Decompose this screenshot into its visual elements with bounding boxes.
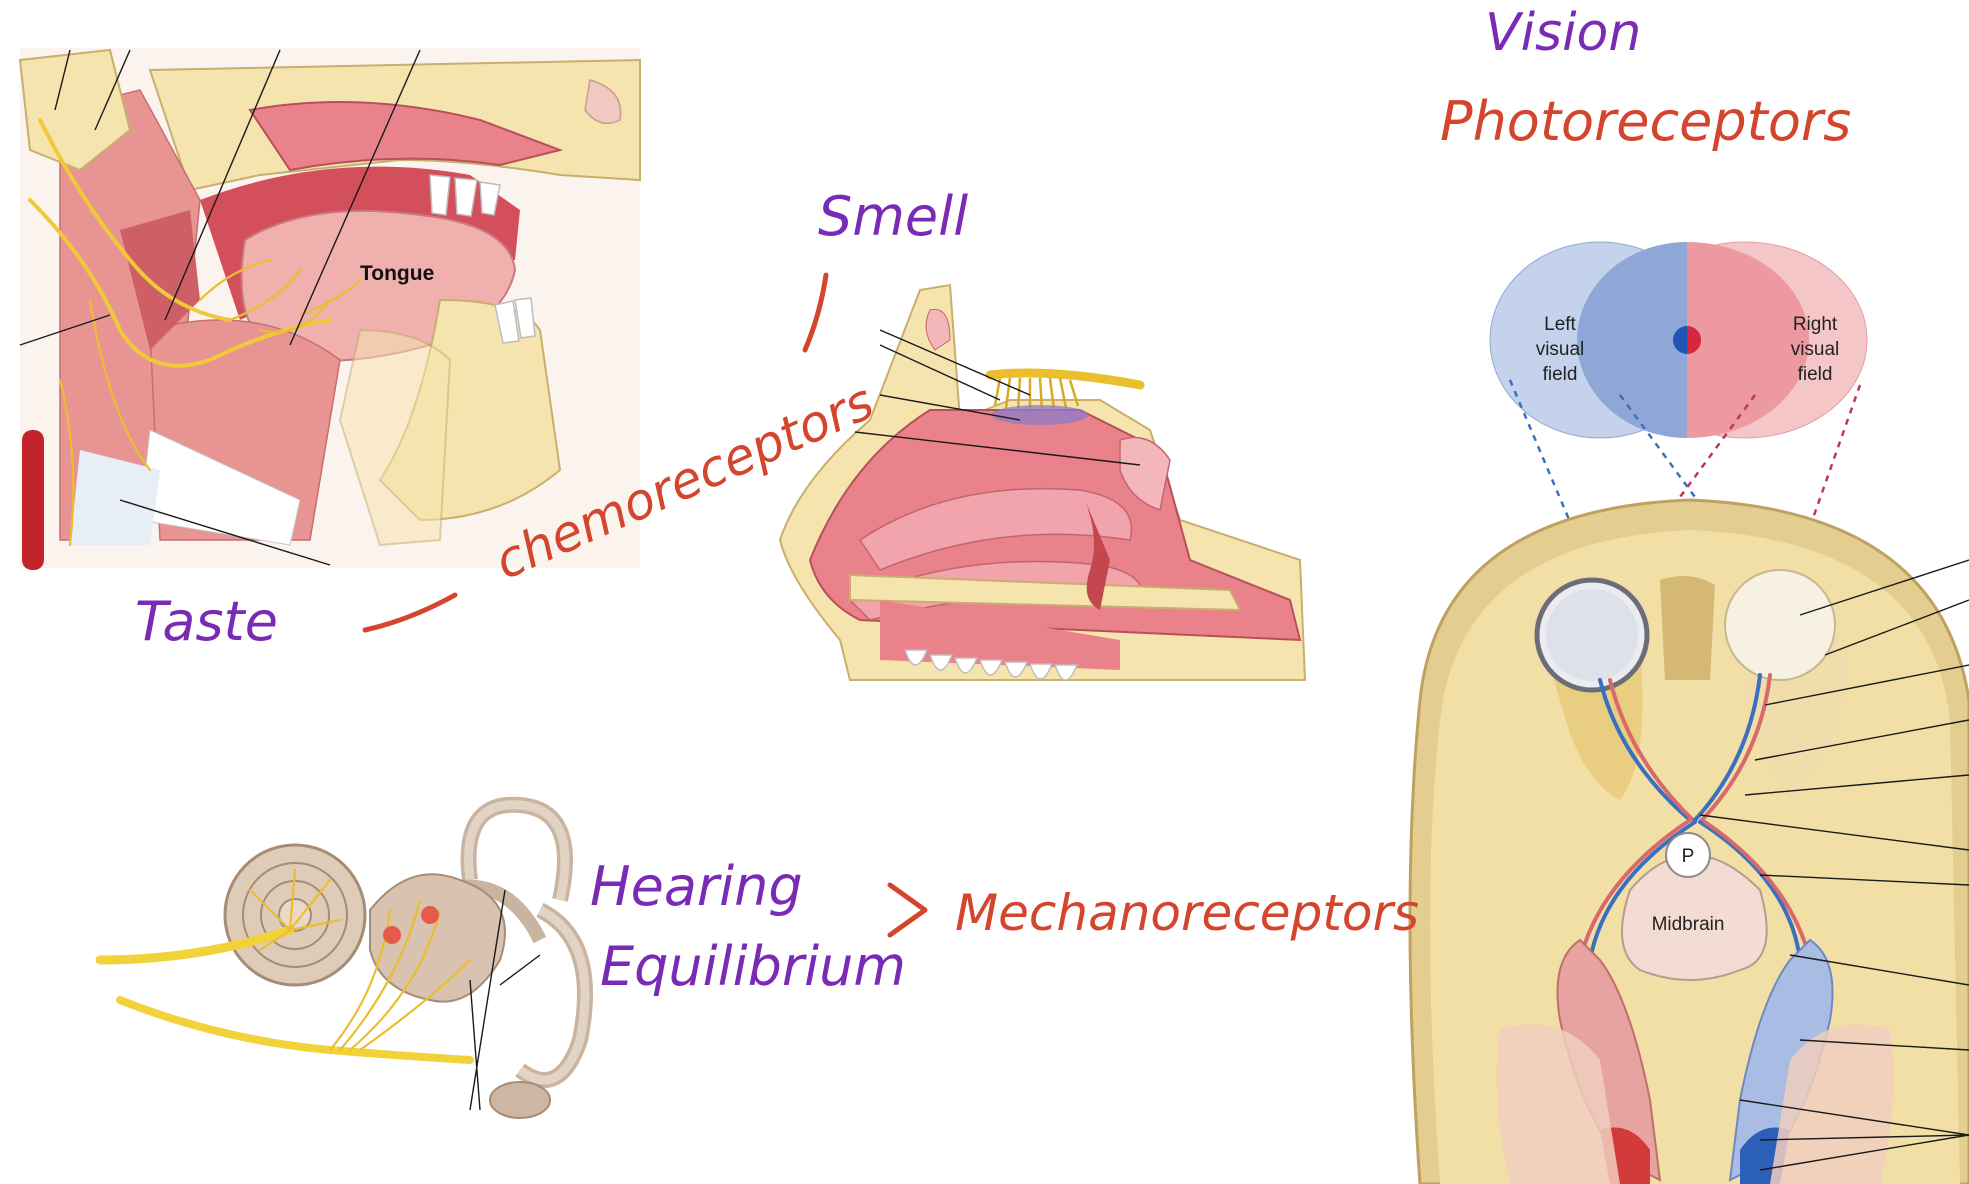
midbrain-label: Midbrain: [1652, 914, 1725, 935]
taste-illustration: Tongue: [18, 48, 641, 570]
left-field-line1: Left: [1544, 314, 1576, 335]
mechanoreceptors-annotation: Mechanoreceptors: [955, 884, 1419, 942]
photoreceptors-annotation: Photoreceptors: [1440, 90, 1851, 153]
vision-illustration: Left visual field Right visual field: [1408, 241, 1969, 1184]
taste-dash: [362, 592, 458, 633]
equilibrium-annotation: Equilibrium: [600, 935, 906, 998]
right-field-line2: visual: [1791, 339, 1840, 360]
ear-illustration: [95, 796, 593, 1119]
vision-annotation: Vision: [1485, 3, 1641, 63]
bracket-arrow: [887, 882, 928, 938]
smell-arrow: [802, 272, 829, 353]
right-field-line3: field: [1798, 364, 1833, 385]
pons-label: P: [1682, 846, 1695, 867]
right-field-line1: Right: [1793, 314, 1838, 335]
taste-annotation: Taste: [135, 590, 278, 653]
left-field-line3: field: [1543, 364, 1578, 385]
left-field-line2: visual: [1536, 339, 1585, 360]
hearing-annotation: Hearing: [590, 855, 803, 918]
tongue-label: Tongue: [360, 262, 434, 285]
smell-annotation: Smell: [818, 185, 968, 248]
smell-illustration: [778, 283, 1307, 681]
